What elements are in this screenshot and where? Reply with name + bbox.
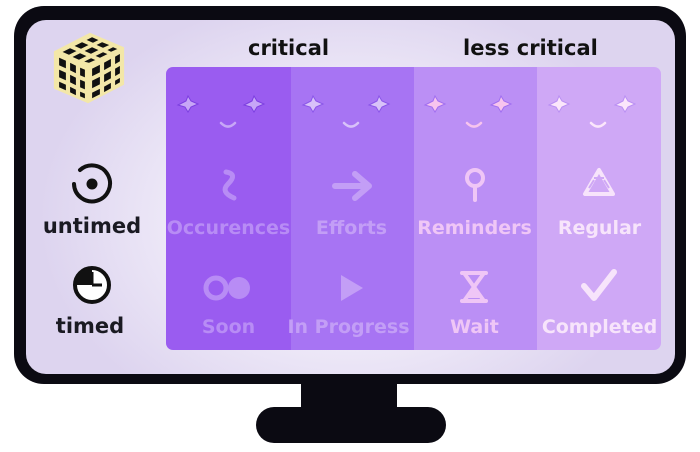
critical-header: critical: [248, 36, 330, 60]
wait-label: Wait: [450, 316, 499, 338]
timed-label: timed: [55, 314, 125, 338]
in-progress-label: In Progress: [287, 316, 410, 338]
timed-clock-icon: [73, 266, 111, 304]
recycle-icon: [583, 168, 615, 196]
regular-label: Regular: [557, 217, 642, 239]
less-critical-header: less critical: [463, 36, 598, 60]
efforts-label: Efforts: [315, 217, 388, 239]
category-panel-occurences[interactable]: [166, 67, 291, 350]
completed-label: Completed: [541, 316, 658, 338]
pin-icon: [465, 168, 485, 202]
occurences-label: Occurences: [166, 217, 291, 239]
category-panel-efforts[interactable]: [291, 67, 416, 350]
double-circle-icon: [203, 275, 250, 301]
face-eyes-icon: [547, 95, 637, 113]
face-mouth-icon: [465, 121, 483, 128]
reminders-label: Reminders: [417, 217, 532, 239]
face-mouth-icon: [219, 121, 237, 128]
cube-logo-icon: [53, 32, 125, 104]
untimed-label: untimed: [42, 214, 142, 238]
face-eyes-icon: [301, 95, 391, 113]
play-icon: [341, 275, 363, 301]
checkmark-icon: [581, 269, 617, 301]
face-eyes-icon: [176, 95, 266, 113]
squiggle-icon: [222, 169, 237, 201]
monitor-base: [256, 407, 446, 443]
face-mouth-icon: [342, 121, 360, 128]
face-eyes-icon: [423, 95, 513, 113]
soon-label: Soon: [201, 316, 256, 338]
category-panel-regular[interactable]: [537, 67, 661, 350]
untimed-target-icon: [72, 163, 112, 204]
hourglass-icon: [460, 271, 488, 303]
face-mouth-icon: [589, 121, 607, 128]
arrow-right-icon: [332, 171, 372, 201]
